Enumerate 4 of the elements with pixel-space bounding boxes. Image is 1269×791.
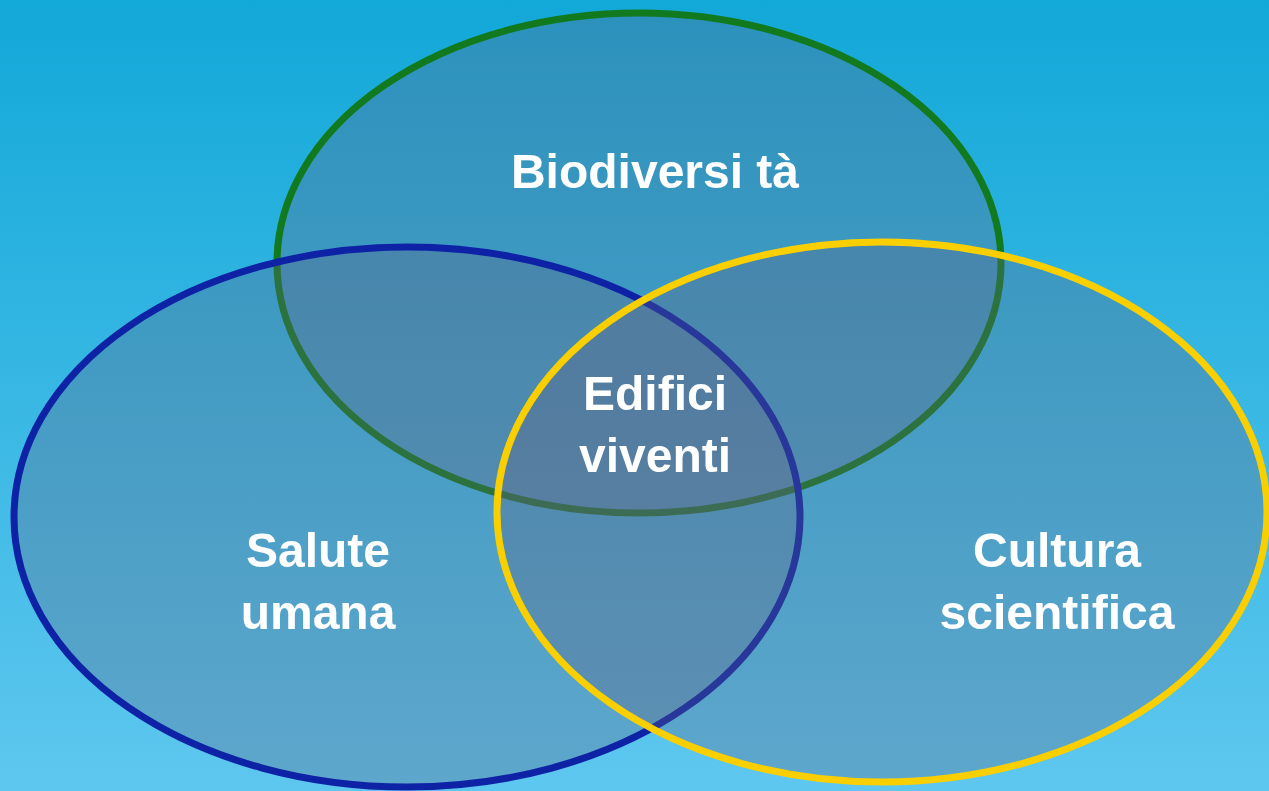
intersection-label: Edifici viventi: [577, 366, 733, 484]
set-label: Salute umana: [239, 523, 397, 641]
set-label: Cultura scientifica: [938, 523, 1176, 641]
set-label: Biodiversi tà: [510, 144, 800, 200]
